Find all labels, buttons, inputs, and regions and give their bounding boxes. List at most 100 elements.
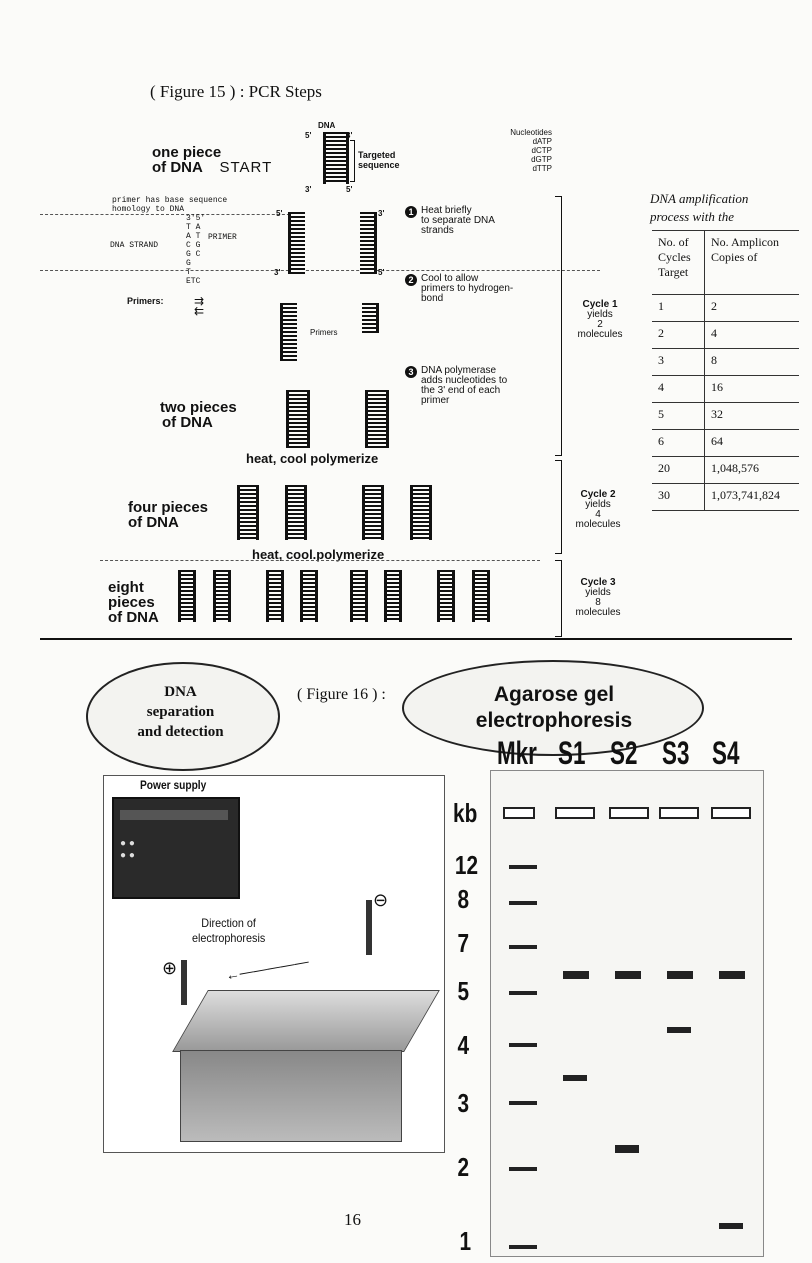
- sample-band: [563, 1075, 587, 1081]
- lane-label-s1: S1: [558, 735, 586, 771]
- gel-well: [555, 807, 595, 819]
- primer-bound-strand-right: [362, 303, 379, 333]
- positive-lead: [181, 960, 187, 1005]
- cycle-3-bracket: [555, 560, 562, 637]
- sample-band: [667, 1027, 691, 1033]
- ladder-label-4: 4: [457, 1030, 470, 1060]
- sample-band: [719, 1223, 743, 1229]
- cycle-1-bracket: [555, 196, 562, 456]
- four-pieces-helix-3: [362, 485, 384, 540]
- power-knobs-icon: ● ●● ●: [120, 838, 135, 861]
- ladder-band: [509, 1245, 537, 1249]
- heat-cool-2: heat, cool.polymerize: [252, 547, 385, 562]
- two-pieces-helix-1: [286, 390, 310, 448]
- section-divider: [40, 638, 792, 640]
- four-pieces-helix-2: [285, 485, 307, 540]
- lane-label-mkr: Mkr: [497, 735, 537, 771]
- eight-helix-7: [437, 570, 455, 622]
- four-pieces-helix-1: [237, 485, 259, 540]
- four-pieces-helix-4: [410, 485, 432, 540]
- sample-band: [667, 971, 693, 979]
- ladder-label-8: 8: [457, 884, 470, 914]
- ladder-label-1: 1: [459, 1226, 472, 1256]
- kb-label: kb: [453, 798, 478, 828]
- negative-lead: [366, 900, 372, 955]
- five-prime-label: 5': [305, 131, 312, 140]
- lane-label-s3: S3: [662, 735, 690, 771]
- gel-well: [503, 807, 535, 819]
- negative-electrode-icon: ⊖: [373, 890, 389, 910]
- targeted-bracket: [350, 140, 355, 182]
- speech-bubble: [86, 662, 280, 771]
- agarose-bubble: [402, 660, 704, 756]
- two-pieces-helix-2: [365, 390, 389, 448]
- primer-word: PRIMER: [208, 233, 237, 242]
- ladder-band: [509, 945, 537, 949]
- ladder-band: [509, 1043, 537, 1047]
- agarose-gel: [490, 770, 764, 1257]
- primer-bound-strand-left: [280, 303, 297, 361]
- eight-helix-5: [350, 570, 368, 622]
- power-supply-top: [120, 810, 228, 820]
- ladder-band: [509, 991, 537, 995]
- strand-3b-label: 3': [274, 268, 281, 277]
- dna-top-label: DNA: [318, 121, 336, 130]
- positive-electrode-icon: ⊕: [162, 958, 178, 978]
- power-supply-label: Power supply: [140, 778, 207, 792]
- lane-label-s2: S2: [610, 735, 638, 771]
- ladder-label-3: 3: [457, 1088, 470, 1118]
- gel-well: [609, 807, 649, 819]
- lane-label-s4: S4: [712, 735, 740, 771]
- sample-band: [615, 1145, 639, 1153]
- ladder-label-2: 2: [457, 1152, 470, 1182]
- dashed-line-2: [40, 270, 600, 271]
- dna-strand-label: DNA STRAND: [110, 241, 159, 250]
- ladder-band: [509, 1101, 537, 1105]
- page-number: 16: [344, 1210, 361, 1229]
- primer-arrows-icon: ⇉⇇: [194, 294, 205, 318]
- gel-tank-front: [180, 1050, 402, 1142]
- sample-band: [719, 971, 745, 979]
- nucleotides-list: Nucleotides dATP dCTP dGTP dTTP: [510, 128, 552, 173]
- strand-5-label: 5': [276, 209, 283, 218]
- primer-sequence: 3'5' T A A T C G G C G T ETC: [186, 214, 206, 286]
- three-prime-label-b: 3': [305, 185, 312, 194]
- ladder-label-5: 5: [457, 976, 470, 1006]
- sample-band: [615, 971, 641, 979]
- separated-strand-left: [288, 212, 305, 274]
- strand-3-label: 3': [378, 209, 385, 218]
- eight-helix-4: [300, 570, 318, 622]
- primers-label: Primers:: [127, 296, 164, 306]
- separated-strand-right: [360, 212, 377, 274]
- strand-5b-label: 5': [378, 268, 385, 277]
- ladder-label-12: 12: [454, 850, 479, 880]
- figure-16-title: ( Figure 16 ) :: [297, 686, 386, 703]
- dashed-line-3: [100, 560, 540, 561]
- primer-note: primer has base sequence homology to DNA: [112, 196, 228, 214]
- ladder-label-7: 7: [457, 928, 470, 958]
- gel-well: [711, 807, 751, 819]
- gel-well: [659, 807, 699, 819]
- ladder-band: [509, 865, 537, 869]
